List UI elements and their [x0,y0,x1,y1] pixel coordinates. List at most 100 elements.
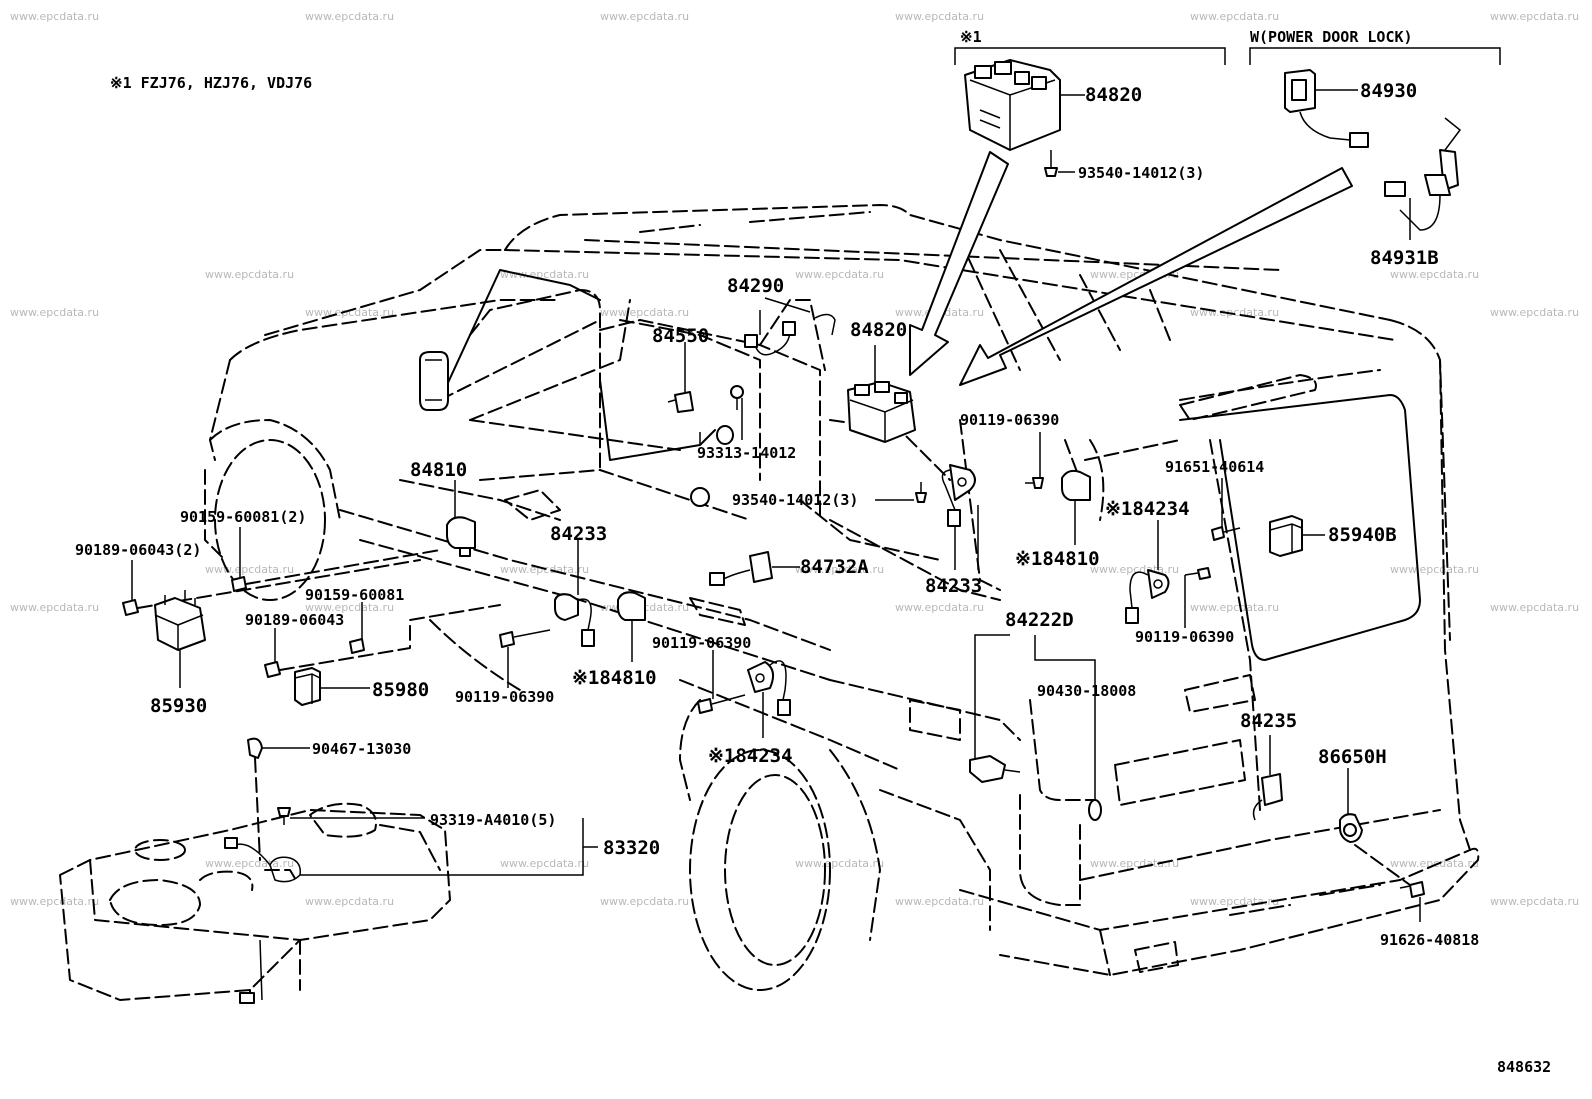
watermark: www.epcdata.ru [795,857,884,870]
nut-90159-b [349,638,365,654]
label-90119-c: 90119-06390 [652,634,751,652]
label-84234-a: ※184234 [1105,498,1190,520]
watermark: www.epcdata.ru [500,857,589,870]
part-85930[interactable] [154,590,206,651]
watermark: www.epcdata.ru [305,895,394,908]
watermark: www.epcdata.ru [1090,857,1179,870]
label-90119-d: 90119-06390 [1135,628,1234,646]
screw-93540-top [1044,150,1058,177]
part-84233-left[interactable] [554,593,595,647]
watermarks: www.epcdata.ru www.epcdata.ru www.epcdat… [10,10,1579,908]
watermark: www.epcdata.ru [1490,601,1579,614]
watermark: www.epcdata.ru [1190,601,1279,614]
part-84810-low[interactable] [617,591,646,621]
label-93313: 93313-14012 [697,444,796,462]
part-84820-top[interactable] [964,59,1061,151]
group2-label: W(POWER DOOR LOCK) [1250,28,1413,46]
label-84222D: 84222D [1005,609,1074,631]
watermark: www.epcdata.ru [1390,268,1479,281]
figure-number: 848632 [1497,1058,1551,1076]
label-85980: 85980 [372,679,429,701]
applicability-note: ※1 FZJ76, HZJ76, VDJ76 [110,74,312,92]
part-84290[interactable] [744,313,836,356]
part-84810-mid[interactable] [1061,469,1091,501]
screw-93540-mid [690,482,927,507]
label-90159-a: 90159-60081(2) [180,508,306,526]
watermark: www.epcdata.ru [10,895,99,908]
part-84810-left[interactable] [446,516,476,557]
part-84233-a[interactable] [941,464,1044,527]
part-93313 [716,385,744,445]
label-84931B: 84931B [1370,247,1439,269]
label-84550: 84550 [652,325,709,347]
nut-90159-a [231,576,247,592]
label-91626: 91626-40818 [1380,931,1479,949]
label-85940B: 85940B [1328,524,1397,546]
label-84820-top: 84820 [1085,84,1142,106]
part-84234-b[interactable] [697,660,791,716]
part-84222D[interactable] [969,755,1021,783]
watermark: www.epcdata.ru [1190,306,1279,319]
clamp-90467 [247,737,263,861]
part-84930[interactable] [1284,69,1369,148]
watermark: www.epcdata.ru [600,895,689,908]
bolt-91651 [1211,526,1241,541]
label-84235: 84235 [1240,710,1297,732]
label-90119-b: 90119-06390 [455,688,554,706]
label-84810-low: ※184810 [572,667,657,689]
arrow-group2 [959,167,1353,386]
label-84234-b: ※184234 [708,745,793,767]
part-84550[interactable] [667,391,694,413]
label-84290: 84290 [727,275,784,297]
washer-90430 [1088,799,1102,821]
watermark: www.epcdata.ru [305,10,394,23]
group1-label: ※1 [960,28,982,46]
header: ※1 FZJ76, HZJ76, VDJ76 ※1 W(POWER DOOR L… [110,28,1501,92]
watermark: www.epcdata.ru [205,563,294,576]
part-85940B[interactable] [1269,515,1303,557]
screw-93319 [277,807,291,825]
part-84732A[interactable] [709,551,773,586]
label-86650H: 86650H [1318,746,1387,768]
label-84810-mid: ※184810 [1015,548,1100,570]
part-84234-a[interactable] [1125,567,1211,624]
part-84820-mid[interactable] [847,381,916,443]
watermark: www.epcdata.ru [795,268,884,281]
watermark: www.epcdata.ru [1390,563,1479,576]
label-84930: 84930 [1360,80,1417,102]
watermark: www.epcdata.ru [895,895,984,908]
part-83320-fuel-tank[interactable] [59,802,451,1001]
part-fuel-sender [224,837,302,1004]
arrow-group1 [909,151,1009,376]
label-84233-b: 84233 [925,575,982,597]
watermark: www.epcdata.ru [305,306,394,319]
label-83320: 83320 [603,837,660,859]
label-85930: 85930 [150,695,207,717]
label-84732A: 84732A [800,556,869,578]
label-90189-a: 90189-06043(2) [75,541,201,559]
watermark: www.epcdata.ru [205,857,294,870]
watermark: www.epcdata.ru [1490,10,1579,23]
part-84931B[interactable] [1384,117,1462,231]
label-84810-left: 84810 [410,459,467,481]
watermark: www.epcdata.ru [1190,10,1279,23]
part-84235[interactable] [1252,773,1283,821]
watermark: www.epcdata.ru [600,306,689,319]
label-84820-mid: 84820 [850,319,907,341]
watermark: www.epcdata.ru [10,601,99,614]
label-90430: 90430-18008 [1037,682,1136,700]
label-93540-mid: 93540-14012(3) [732,491,858,509]
label-90159-b: 90159-60081 [305,586,404,604]
watermark: www.epcdata.ru [205,268,294,281]
watermark: www.epcdata.ru [10,306,99,319]
part-85980[interactable] [294,667,321,706]
bolt-91626 [1354,844,1425,898]
vehicle-outline [204,204,1480,991]
watermark: www.epcdata.ru [500,268,589,281]
label-93540-top: 93540-14012(3) [1078,164,1204,182]
label-90467: 90467-13030 [312,740,411,758]
watermark: www.epcdata.ru [10,10,99,23]
part-86650H[interactable] [1339,813,1363,843]
label-84233-a: 84233 [550,523,607,545]
